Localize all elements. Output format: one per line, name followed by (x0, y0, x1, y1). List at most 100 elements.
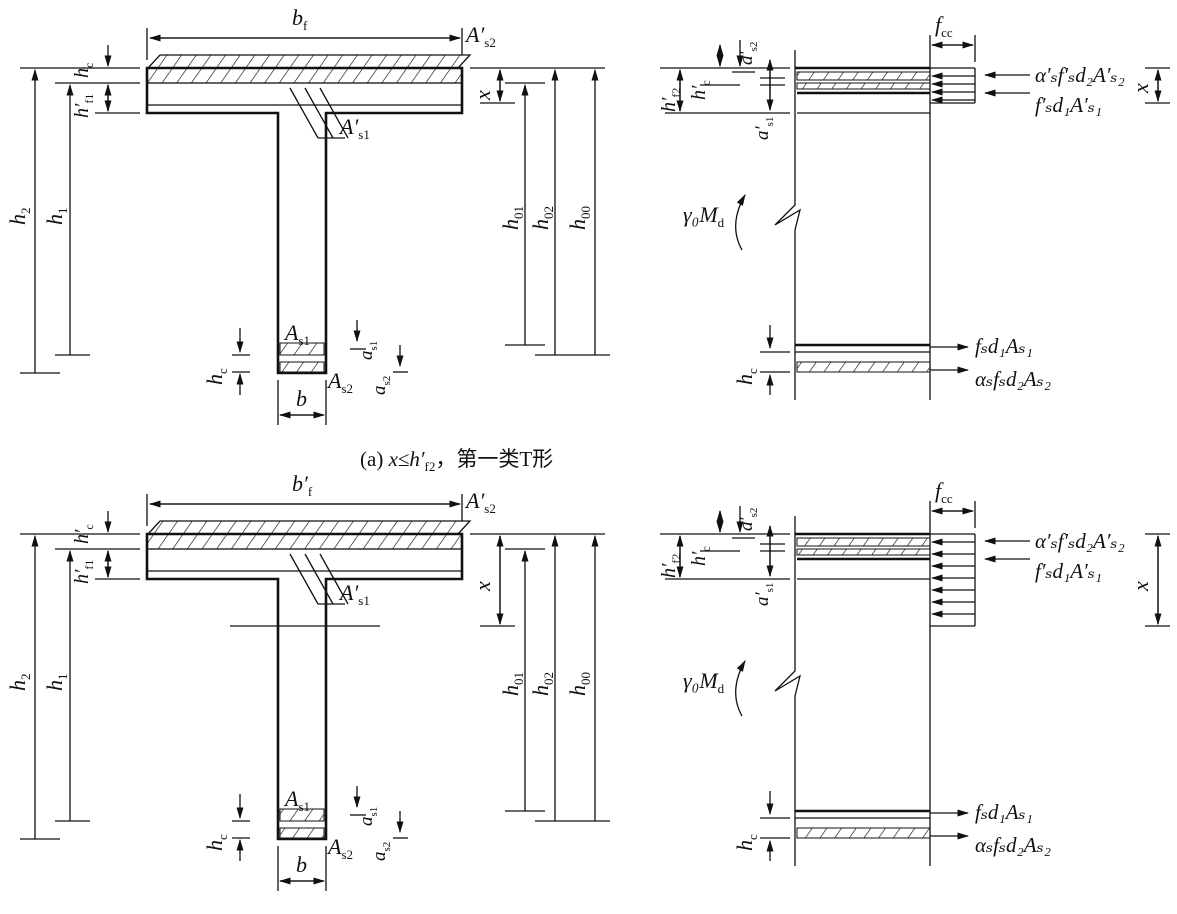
label-moment-main: γ₀M (683, 202, 719, 227)
label-x: x (470, 581, 495, 592)
label-h1: h1 (42, 674, 70, 692)
label-As2-prime-sub: s2 (484, 35, 496, 50)
label-as1-sub: s1 (368, 341, 380, 351)
label-fcc: fcc (935, 478, 953, 506)
label-h1-main: h (42, 680, 67, 691)
label-hc-bottom-sub: c (215, 368, 230, 374)
label-as1-prime: a′s1 (752, 583, 776, 606)
label-hc-sub: c (82, 63, 96, 68)
label-force-F3: fₛd₁Aₛ₁ (975, 800, 1033, 824)
label-as2-prime-main: a′ (736, 51, 757, 66)
label-h00: h00 (565, 672, 593, 696)
top-steel-layer-As2 (146, 520, 472, 535)
label-h2-sub: 2 (18, 674, 33, 681)
label-h1-main: h (42, 214, 67, 225)
As1-prime-leader (319, 87, 349, 139)
label-hc-right-sub: c (745, 834, 760, 840)
label-b: b (296, 852, 307, 877)
label-hc-prime-main: h′ (688, 551, 710, 566)
label-bf-main: b′ (292, 471, 309, 496)
label-h00: h00 (565, 206, 593, 230)
label-hc-main: h′ (71, 529, 93, 544)
label-hf1: h′f1 (71, 560, 96, 584)
label-h02-sub: 02 (541, 672, 556, 685)
label-as1-prime-sub: s1 (764, 117, 776, 127)
label-h02-sub: 02 (541, 206, 556, 219)
label-as1: as1 (356, 341, 380, 360)
label-force-F1: α′ₛf′ₛd₂A′ₛ₂ (1035, 63, 1125, 87)
label-As2-sub: s2 (341, 847, 353, 862)
label-h00-main: h (565, 219, 590, 230)
label-hf2: h′f2 (658, 88, 683, 112)
flange-compression-band (146, 67, 463, 84)
As1-prime-leader (289, 553, 319, 605)
label-h02: h02 (528, 672, 556, 696)
label-As1-sub: s1 (298, 333, 310, 348)
label-As2-prime-main: A′ (464, 488, 485, 513)
label-As1-prime: A′s1 (338, 114, 370, 142)
label-hc-bottom: hc (202, 368, 230, 385)
moment-arrow (735, 193, 746, 251)
label-hf1-main: h′ (71, 103, 93, 118)
label-As2-main: A (326, 834, 342, 859)
stress-steel-As2 (796, 537, 931, 547)
stress-steel-As2-bottom (796, 361, 931, 373)
label-As1-main: A (283, 320, 299, 345)
label-As2-prime-main: A′ (464, 22, 485, 47)
t-section-outline (145, 66, 464, 375)
label-As2: As2 (326, 834, 353, 862)
label-as2-main: a (369, 386, 390, 396)
label-x-main: x (470, 581, 495, 592)
As1-prime-leader (319, 553, 349, 605)
label-hc-bottom-main: h (202, 840, 227, 851)
label-moment: γ₀Md (683, 202, 725, 230)
label-As1-main: A (283, 786, 299, 811)
label-h00-sub: 00 (578, 672, 593, 685)
stress-steel-As2-bottom (796, 827, 931, 839)
label-h00-main: h (565, 685, 590, 696)
label-moment-sub: d (718, 681, 725, 696)
bottom-steel-As1 (279, 342, 325, 356)
label-hc-prime: h′c (688, 80, 713, 100)
label-hc-right-main: h (732, 840, 757, 851)
stress-steel-As1 (796, 548, 931, 556)
label-hf1: h′f1 (71, 94, 96, 118)
stress-steel-As2 (796, 71, 931, 81)
label-x-right: x (1128, 581, 1153, 592)
label-force-F4: αₛfₛd₂Aₛ₂ (975, 833, 1051, 857)
label-as1-sub: s1 (368, 807, 380, 817)
label-As2-prime-sub: s2 (484, 501, 496, 516)
label-as1-prime-main: a′ (752, 126, 773, 141)
label-as2-sub: s2 (381, 376, 393, 386)
label-As2-sub: s2 (341, 381, 353, 396)
label-as2-sub: s2 (381, 842, 393, 852)
label-moment-main: γ₀M (683, 668, 719, 693)
label-bf: bf (292, 5, 308, 33)
label-as1-prime-sub: s1 (764, 583, 776, 593)
As1-prime-leader (304, 87, 334, 139)
label-h01-sub: 01 (511, 672, 526, 685)
label-x-main: x (470, 90, 495, 101)
label-hc-sub: c (82, 524, 96, 529)
label-as2-prime-sub: s2 (748, 508, 760, 518)
label-As1-prime-sub: s1 (358, 593, 370, 608)
label-x-right-main: x (1128, 83, 1153, 94)
label-b: b (296, 386, 307, 411)
label-As2-prime: A′s2 (464, 488, 496, 516)
label-h01-main: h (498, 685, 523, 696)
label-As1-prime: A′s1 (338, 580, 370, 608)
label-As2-prime: A′s2 (464, 22, 496, 50)
label-force-F1: α′ₛf′ₛd₂A′ₛ₂ (1035, 529, 1125, 553)
label-force-F4: αₛfₛd₂Aₛ₂ (975, 367, 1051, 391)
bottom-steel-As2 (279, 361, 325, 373)
label-As2-main: A (326, 368, 342, 393)
flange-compression-band (146, 533, 463, 550)
label-fcc: fcc (935, 12, 953, 40)
label-moment: γ₀Md (683, 668, 725, 696)
moment-arrow (735, 659, 746, 717)
label-hf2: h′f2 (658, 554, 683, 578)
label-hc-right: hc (732, 368, 760, 385)
label-hf2-sub: f2 (669, 88, 683, 98)
label-As1-prime-main: A′ (338, 580, 359, 605)
